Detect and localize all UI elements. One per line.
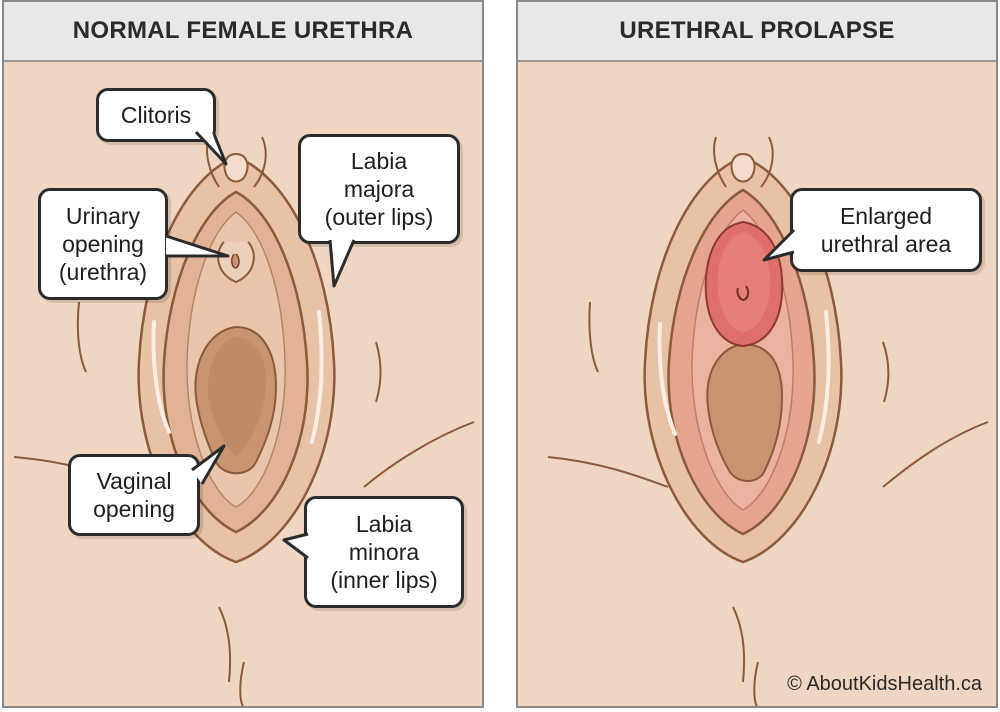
normal-urethra-panel: NORMAL FEMALE URETHRA Clitoris	[2, 0, 484, 708]
label-vaginal-opening: Vaginal opening	[93, 468, 175, 522]
prolapse-anatomy-illustration	[518, 62, 996, 706]
label-clitoris: Clitoris	[120, 102, 192, 128]
urethral-prolapse-panel: URETHRAL PROLAPSE Enlarged urethral area…	[516, 0, 998, 708]
callout-vaginal-opening: Vaginal opening	[68, 454, 200, 536]
callout-tail-labia-minora	[282, 532, 309, 560]
label-enlarged-urethral-area: Enlarged urethral area	[820, 203, 952, 257]
label-urinary-opening: Urinary opening (urethra)	[58, 203, 148, 285]
callout-enlarged-urethral-area: Enlarged urethral area	[790, 188, 982, 272]
panel-title-prolapse: URETHRAL PROLAPSE	[518, 2, 996, 62]
callout-tail-labia-majora	[328, 239, 356, 288]
callout-clitoris: Clitoris	[96, 88, 216, 142]
panel-title-normal: NORMAL FEMALE URETHRA	[4, 2, 482, 62]
label-labia-majora: Labia majora (outer lips)	[324, 148, 434, 230]
copyright-credit: © AboutKidsHealth.ca	[787, 673, 982, 695]
callout-tail-enlarged-urethral-area	[762, 228, 796, 262]
callout-labia-majora: Labia majora (outer lips)	[298, 134, 460, 244]
callout-tail-urinary-opening	[165, 234, 230, 258]
label-labia-minora: Labia minora (inner lips)	[330, 511, 438, 593]
callout-tail-vaginal-opening	[191, 444, 226, 485]
callout-tail-clitoris	[194, 130, 228, 166]
callout-labia-minora: Labia minora (inner lips)	[304, 496, 464, 608]
callout-urinary-opening: Urinary opening (urethra)	[38, 188, 168, 300]
